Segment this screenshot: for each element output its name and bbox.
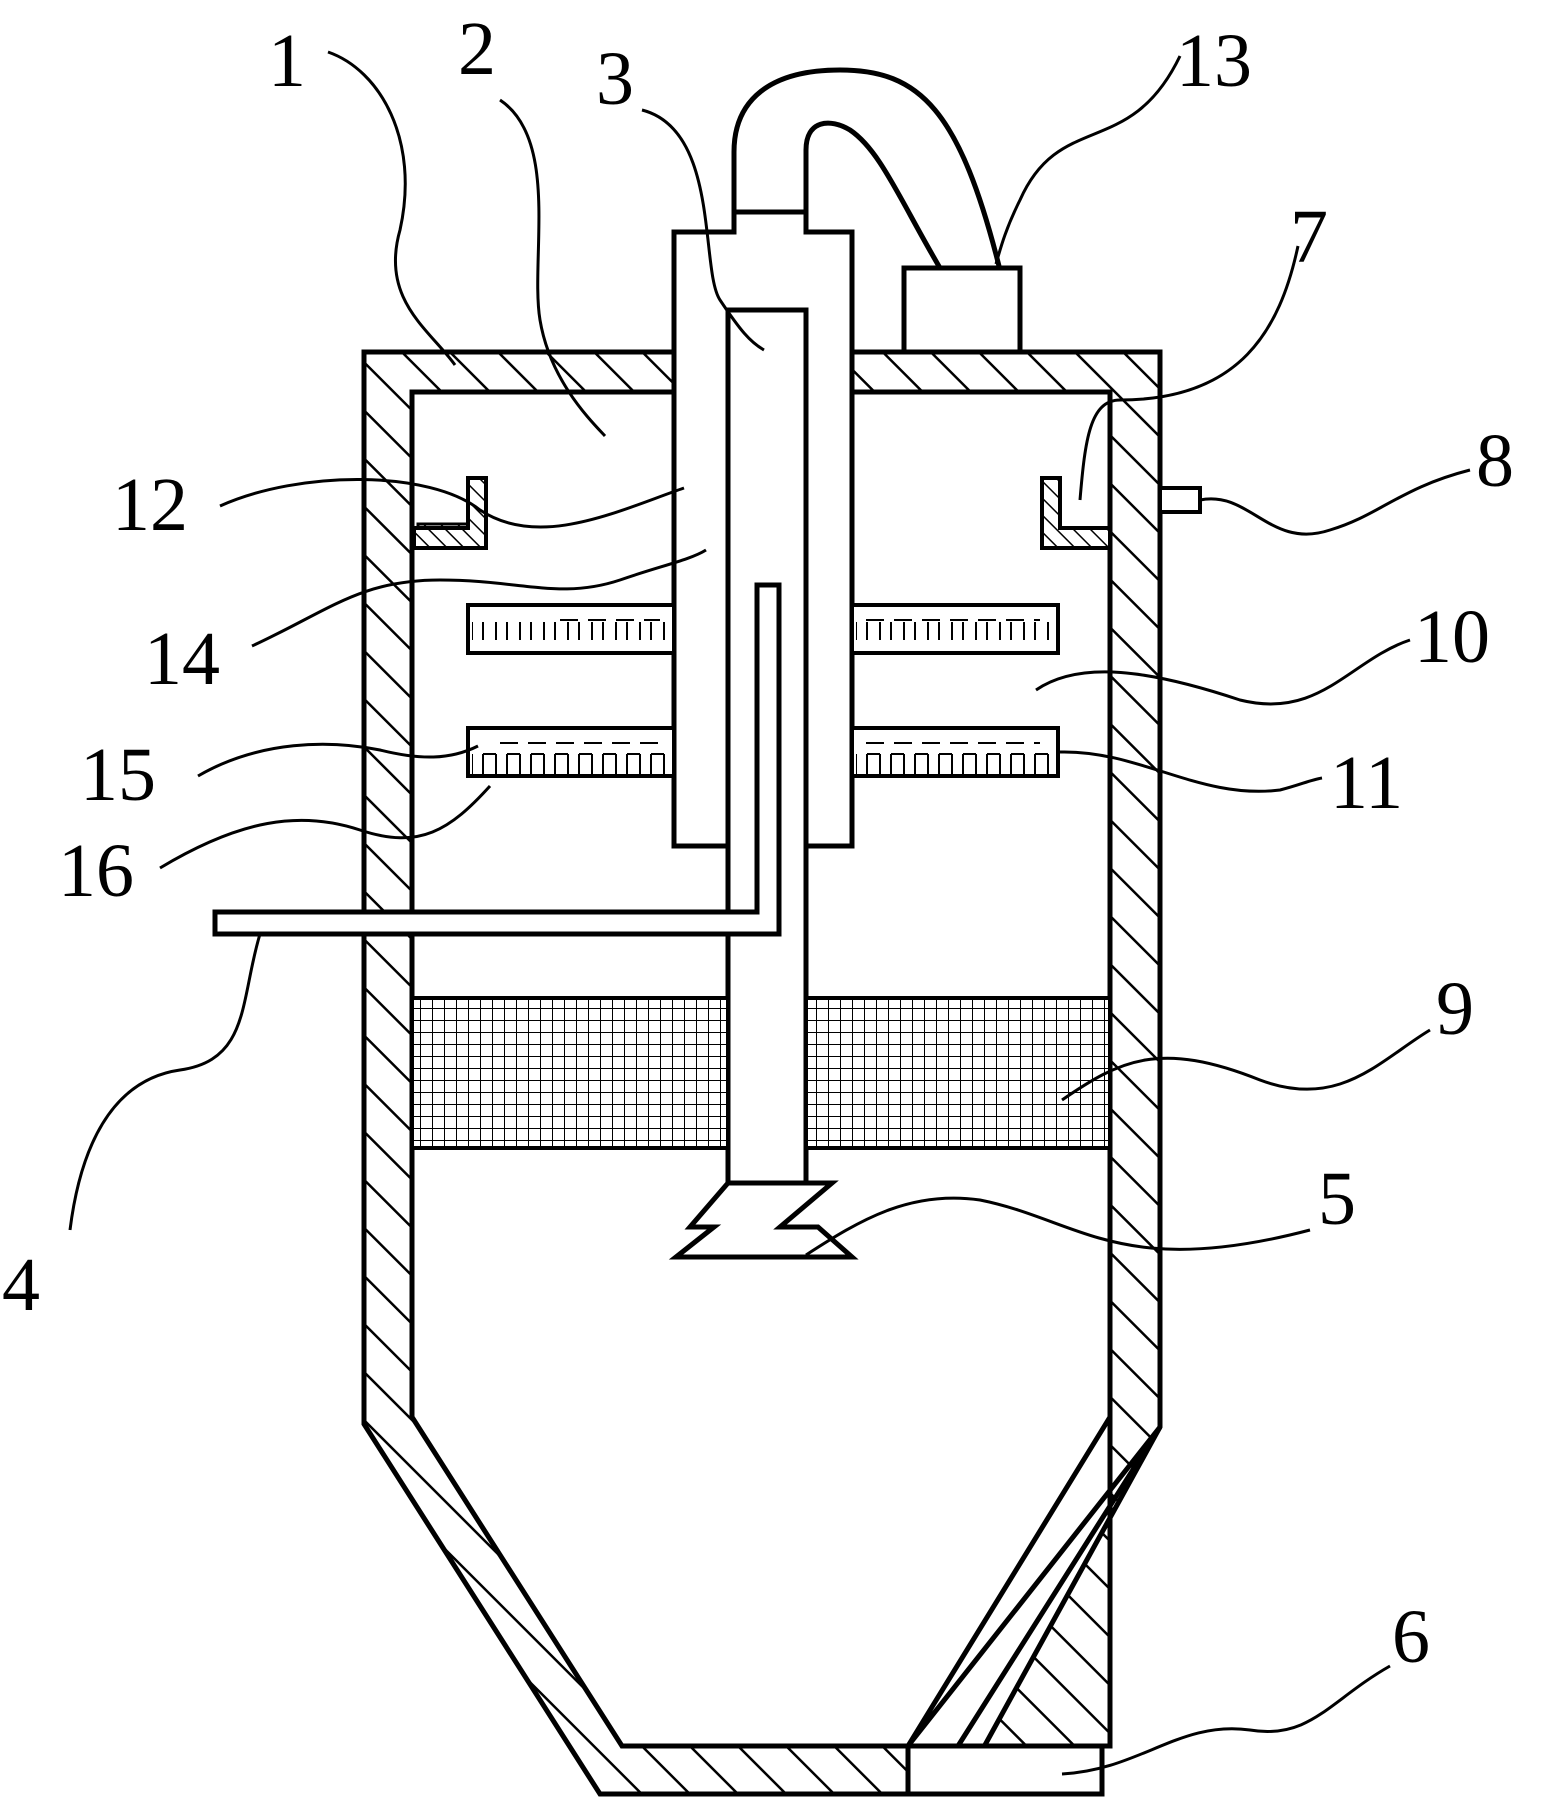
leader-12 <box>219 478 685 529</box>
leader-3 <box>641 108 765 352</box>
label-4: 4 <box>2 1243 40 1327</box>
leader-11 <box>1059 750 1323 793</box>
leader-8 <box>1199 468 1471 536</box>
lower-disc-right-teeth <box>856 745 1054 775</box>
upper-disc-right-teeth <box>856 622 1054 652</box>
label-10: 10 <box>1414 595 1490 679</box>
ring-right-l <box>1040 476 1112 550</box>
label-2: 2 <box>458 7 496 91</box>
leader-14 <box>251 548 707 648</box>
upper-disc-left-teeth <box>472 622 670 652</box>
ring-left-l <box>412 476 488 550</box>
motor-box <box>901 265 1023 355</box>
label-8: 8 <box>1476 419 1514 503</box>
leader-15 <box>197 742 479 778</box>
feed-pipe <box>212 582 782 937</box>
label-6: 6 <box>1392 1595 1430 1679</box>
side-nozzle <box>1158 486 1202 514</box>
label-7: 7 <box>1290 195 1328 279</box>
housing-wall <box>361 349 1163 1797</box>
label-15: 15 <box>80 733 156 817</box>
hose-inner <box>803 120 943 270</box>
leader-2 <box>499 98 607 438</box>
leader-9 <box>1061 1028 1431 1102</box>
bottom-outlet <box>905 1743 1105 1797</box>
label-16: 16 <box>58 829 134 913</box>
leader-6 <box>1061 1664 1391 1776</box>
label-3: 3 <box>596 37 634 121</box>
filter-mesh-left <box>410 996 730 1150</box>
label-1: 1 <box>268 19 306 103</box>
leader-16 <box>159 784 492 870</box>
label-11: 11 <box>1330 741 1403 825</box>
leader-10 <box>1035 638 1411 706</box>
leader-4 <box>68 933 262 1231</box>
leader-7 <box>1078 245 1300 501</box>
label-12: 12 <box>112 463 188 547</box>
filter-mesh-right <box>804 996 1112 1150</box>
housing-lower-right-wall <box>905 1415 1163 1748</box>
label-14: 14 <box>144 617 220 701</box>
leader-1 <box>327 50 457 366</box>
label-13: 13 <box>1176 19 1252 103</box>
label-5: 5 <box>1318 1157 1356 1241</box>
leader-13 <box>994 55 1182 265</box>
label-9: 9 <box>1436 967 1474 1051</box>
lower-disc-left-teeth <box>472 745 670 775</box>
leader-5 <box>805 1196 1311 1257</box>
hose <box>731 67 1003 271</box>
